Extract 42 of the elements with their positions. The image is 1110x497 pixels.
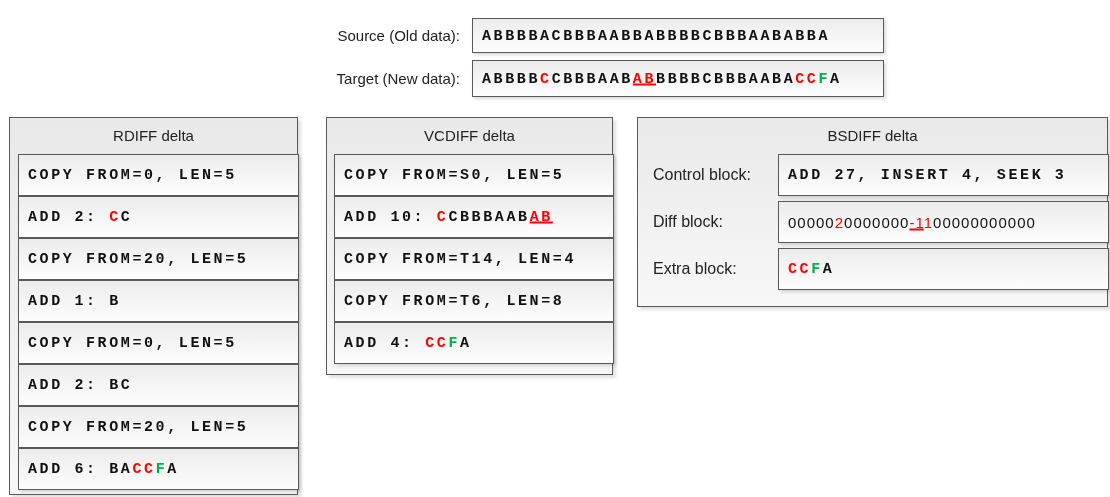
data-string: COPY FROM=T6, LEN=8	[344, 292, 565, 310]
data-box	[18, 322, 299, 364]
data-string: COPY FROM=0, LEN=5	[28, 166, 237, 184]
data-string: COPY FROM=T14, LEN=4	[344, 250, 577, 268]
data-box	[18, 406, 299, 448]
panel-title: RDIFF delta	[112, 127, 195, 144]
data-box	[18, 196, 299, 238]
delta-panel	[637, 117, 1108, 307]
data-box	[472, 60, 884, 97]
data-string: ADD 2: BC	[28, 376, 133, 394]
delta-panel	[9, 117, 298, 495]
field-label: Control block:	[653, 165, 751, 185]
data-string: COPY FROM=S0, LEN=5	[344, 166, 565, 184]
data-box	[18, 280, 299, 322]
data-string: ABBBBACBBBAABBABBBBCBBBAABABBA	[482, 27, 831, 44]
field-label: Diff block:	[653, 212, 723, 232]
field-label: Source (Old data):	[337, 26, 460, 46]
data-box	[18, 154, 299, 196]
data-string: COPY FROM=0, LEN=5	[28, 334, 237, 352]
data-box	[778, 154, 1109, 196]
data-box	[778, 201, 1109, 243]
panel-title: VCDIFF delta	[423, 127, 516, 144]
data-string: COPY FROM=20, LEN=5	[28, 250, 249, 268]
data-box	[472, 18, 884, 53]
data-box	[778, 248, 1109, 290]
data-box	[18, 238, 299, 280]
data-string: ADD 1: B	[28, 292, 121, 310]
field-label: Target (New data):	[336, 69, 460, 89]
data-box	[18, 448, 299, 490]
field-label: Extra block:	[653, 259, 737, 279]
data-box	[334, 322, 614, 364]
data-box	[334, 196, 614, 238]
data-string: ADD 27, INSERT 4, SEEK 3	[788, 166, 1067, 184]
data-string: ADD 2: CC	[28, 208, 133, 226]
data-box	[334, 280, 614, 322]
data-box	[334, 154, 614, 196]
data-string: 0000020000000-1100000000000	[788, 213, 1036, 231]
data-string: COPY FROM=20, LEN=5	[28, 418, 249, 436]
delta-panel	[326, 117, 613, 375]
data-box	[18, 364, 299, 406]
panel-title: BSDIFF delta	[826, 127, 919, 144]
data-box	[334, 238, 614, 280]
